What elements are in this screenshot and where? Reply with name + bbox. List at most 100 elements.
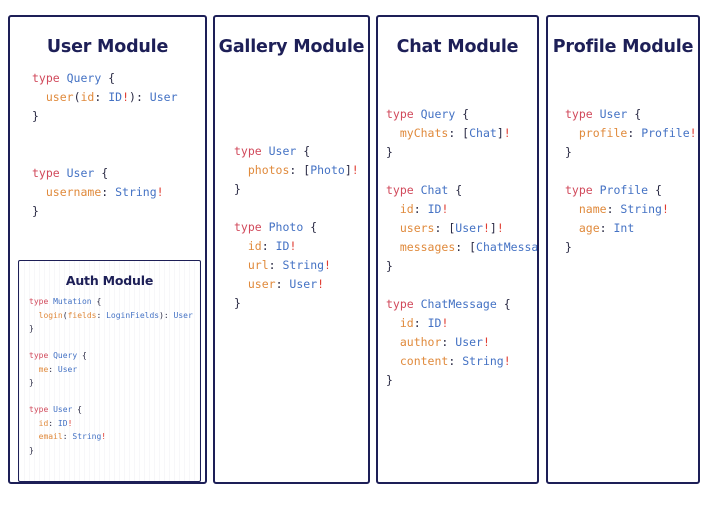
code-token: type: [565, 107, 600, 121]
code-line: author: User!: [386, 333, 537, 352]
code-token: : [: [455, 240, 477, 254]
code-token: user: [247, 277, 276, 291]
code-token: fields: [67, 310, 97, 320]
module-title-user: User Module: [46, 37, 169, 57]
code-line: users: [User!]!: [386, 219, 537, 238]
code-line: type Query {: [29, 349, 200, 363]
code-line: username: String!: [32, 183, 205, 202]
code-token: }: [29, 378, 34, 387]
code-line: url: String!: [234, 256, 368, 275]
code-token: Chat: [420, 183, 449, 197]
module-card-gallery[interactable]: Gallery Module type User { photos: [Phot…: [213, 15, 370, 484]
code-token: type: [565, 183, 600, 197]
module-title-profile: Profile Module: [552, 37, 694, 57]
code-line: [386, 276, 537, 295]
schema-code-user: type Query { user(id: ID!): User} type U…: [32, 69, 205, 221]
code-token: !: [482, 335, 490, 349]
code-token: [29, 311, 39, 320]
code-token: [386, 202, 400, 216]
code-line: content: String!: [386, 352, 537, 371]
code-token: User: [149, 90, 178, 104]
code-line: age: Int: [565, 219, 698, 238]
code-line: type ChatMessage {: [386, 295, 537, 314]
code-token: (: [73, 90, 81, 104]
code-token: ChatMessage: [420, 297, 497, 311]
schema-code-gallery: type User { photos: [Photo]!} type Photo…: [234, 142, 368, 313]
code-token: User: [173, 310, 193, 320]
code-token: ChatMessage: [476, 240, 539, 254]
code-token: [565, 126, 579, 140]
code-token: [565, 221, 579, 235]
module-card-auth[interactable]: Auth Module type Mutation { login(fields…: [18, 260, 201, 482]
code-token: [386, 354, 400, 368]
code-token: :: [48, 364, 58, 374]
module-card-profile[interactable]: Profile Module type User { profile: Prof…: [546, 15, 700, 484]
code-line: }: [29, 376, 200, 390]
code-token: :: [599, 221, 614, 235]
code-token: Profile: [641, 126, 690, 140]
code-token: email: [38, 432, 63, 441]
code-token: : [: [289, 163, 311, 177]
module-title-auth: Auth Module: [65, 273, 154, 288]
code-token: users: [399, 221, 435, 235]
code-line: id: ID!: [234, 237, 368, 256]
code-token: id: [38, 418, 49, 428]
code-token: :: [268, 258, 283, 272]
code-token: :: [448, 354, 463, 368]
code-token: user: [45, 90, 74, 104]
code-token: {: [496, 297, 511, 311]
code-token: }: [565, 145, 572, 159]
code-line: photos: [Photo]!: [234, 161, 368, 180]
code-token: type: [234, 144, 269, 158]
code-token: [29, 419, 39, 428]
code-token: String: [282, 258, 325, 272]
code-token: {: [648, 183, 662, 197]
schema-code-profile: type User { profile: Profile!} type Prof…: [565, 105, 698, 257]
code-token: id: [80, 90, 95, 104]
code-token: }: [32, 109, 39, 123]
code-token: :: [96, 310, 107, 320]
code-line: [32, 145, 205, 164]
code-line: [32, 126, 205, 145]
code-line: profile: Profile!: [565, 124, 698, 143]
code-token: !: [503, 354, 511, 368]
code-token: User: [455, 221, 483, 235]
code-token: {: [72, 405, 82, 414]
code-line: id: ID!: [386, 200, 537, 219]
code-token: ):: [159, 310, 174, 320]
code-token: User: [57, 364, 78, 374]
code-token: ID: [275, 239, 290, 253]
code-line: myChats: [Chat]!: [386, 124, 537, 143]
code-line: }: [386, 371, 537, 390]
code-line: }: [234, 180, 368, 199]
code-token: User: [53, 405, 73, 414]
code-token: Query: [420, 107, 456, 121]
code-line: }: [565, 143, 698, 162]
code-token: Query: [66, 71, 102, 85]
code-token: login: [38, 310, 63, 320]
code-token: :: [606, 202, 621, 216]
code-token: : [: [434, 221, 456, 235]
code-token: :: [441, 335, 456, 349]
code-token: : [: [448, 126, 470, 140]
code-token: (: [62, 310, 68, 320]
code-line: type User {: [234, 142, 368, 161]
code-token: Query: [53, 351, 78, 360]
code-token: User: [289, 277, 318, 291]
code-token: :: [48, 418, 58, 428]
code-token: [29, 432, 39, 441]
code-token: type: [29, 405, 54, 414]
code-token: id: [399, 202, 414, 216]
module-card-user[interactable]: User Module type Query { user(id: ID!): …: [8, 15, 207, 484]
code-line: type User {: [29, 403, 200, 417]
module-card-chat[interactable]: Chat Module type Query { myChats: [Chat]…: [376, 15, 539, 484]
code-token: }: [29, 324, 34, 333]
code-token: !: [351, 163, 359, 177]
code-token: !: [496, 221, 504, 235]
code-token: !: [689, 126, 697, 140]
code-token: ):: [129, 90, 150, 104]
code-token: type: [386, 107, 421, 121]
code-line: type User {: [565, 105, 698, 124]
code-token: id: [247, 239, 262, 253]
code-token: !: [441, 202, 449, 216]
